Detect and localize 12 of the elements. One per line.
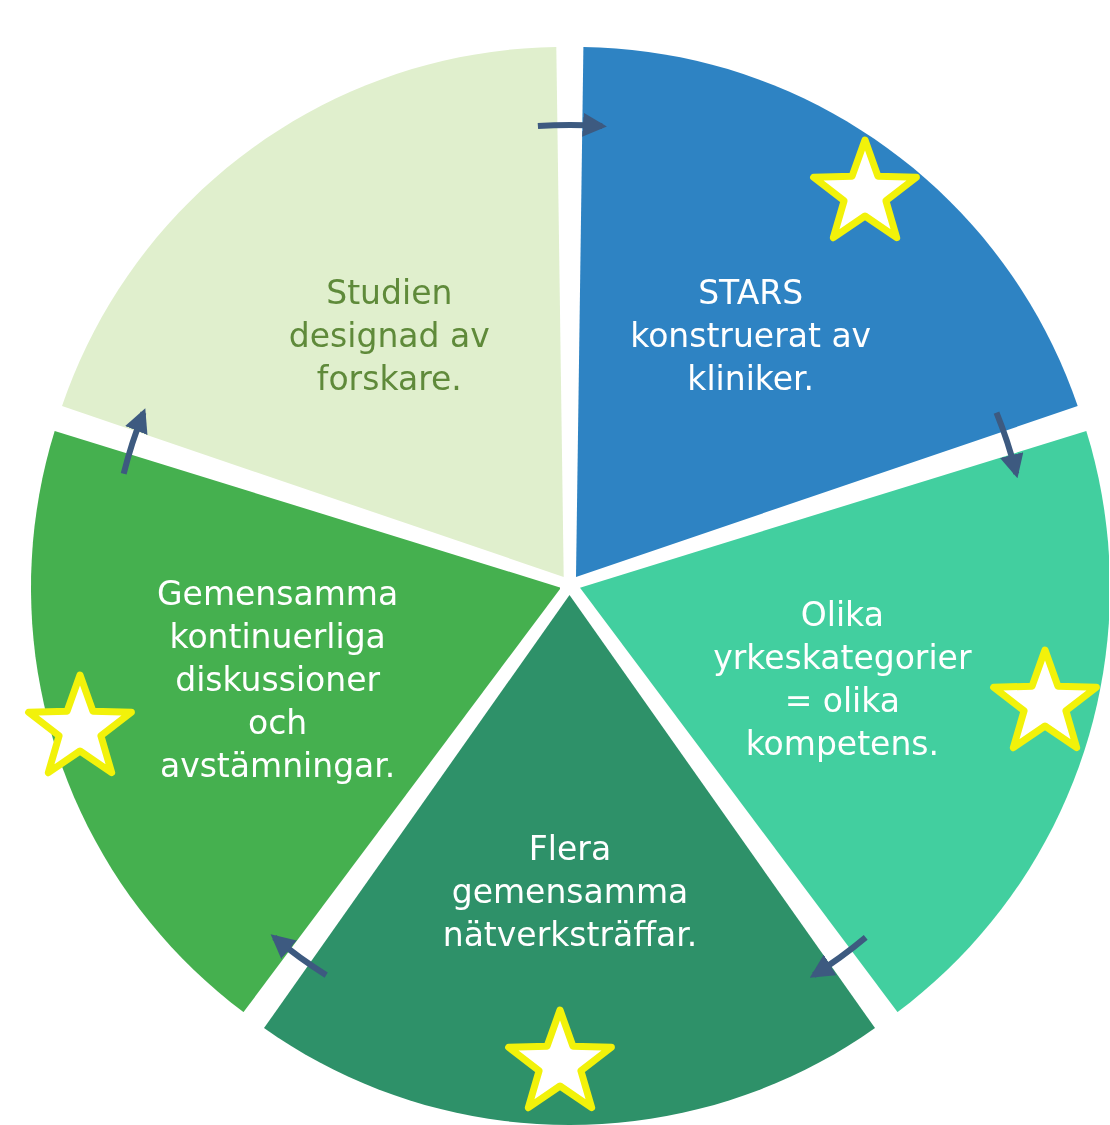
segment-label: STARS konstruerat av kliniker. <box>629 271 873 400</box>
arrow <box>270 934 328 978</box>
segment-label: Gemensamma kontinuerliga diskussioner och avstämningar. <box>156 572 400 787</box>
segment-label: Flera gemensamma nätverksträffar. <box>441 828 699 956</box>
cycle-segment <box>62 46 565 577</box>
arrow <box>120 408 148 475</box>
segment-label: Olika yrkeskategorier = olika kompetens. <box>712 594 973 765</box>
arrow <box>809 935 868 978</box>
arrow <box>993 411 1023 479</box>
cycle-segment <box>575 46 1078 577</box>
arrow <box>537 113 607 138</box>
segment-label: Studien designad av forskare. <box>287 271 491 400</box>
